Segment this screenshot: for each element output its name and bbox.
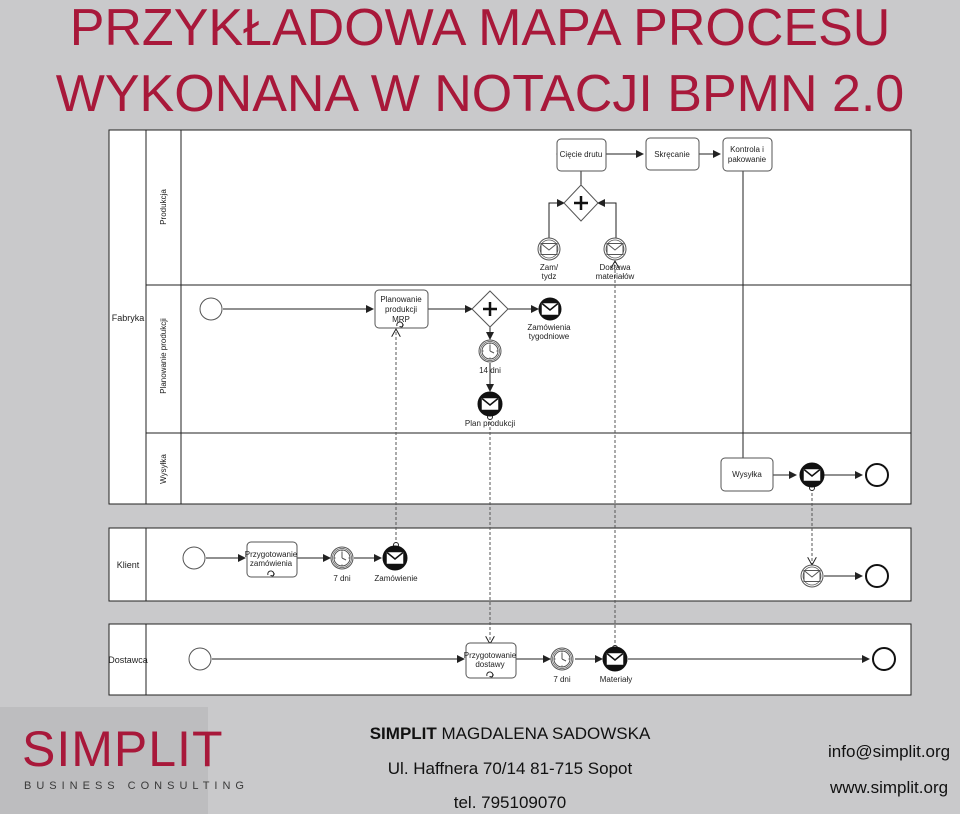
task-wysylka[interactable]: Wysyłka — [720, 457, 774, 492]
message-throw-zamowienia-tygodniowe[interactable] — [538, 297, 562, 321]
start-event-planowanie[interactable] — [199, 297, 223, 321]
title-line-2: WYKONANA W NOTACJI BPMN 2.0 — [55, 65, 905, 123]
label-materialy: Materiały — [600, 675, 632, 684]
parallel-gateway-production[interactable] — [563, 184, 599, 222]
svg-text:Skręcanie: Skręcanie — [654, 150, 690, 159]
footer-address: Ul. Haffnera 70/14 81-715 Sopot — [387, 759, 633, 778]
label-zamowienie: Zamówienie — [374, 574, 418, 583]
svg-text:Kontrola i: Kontrola i — [730, 145, 764, 154]
task-kontrola-pakowanie[interactable]: Kontrola i pakowanie — [722, 137, 773, 172]
label-plan-produkcji: Plan produkcji — [465, 419, 515, 428]
end-event-wysylka[interactable] — [865, 463, 889, 487]
end-event-dostawca[interactable] — [872, 647, 896, 671]
message-catch-klient[interactable] — [800, 564, 824, 588]
footer-email[interactable]: info@simplit.org — [828, 742, 951, 761]
lane-label-produkcja: Produkcja — [159, 189, 168, 225]
timer-14-dni[interactable] — [478, 339, 502, 363]
envelope-icon — [541, 302, 559, 316]
timer-7-dni-klient[interactable] — [330, 546, 354, 570]
svg-text:MRP: MRP — [392, 315, 410, 324]
sequence-flows — [206, 150, 870, 663]
message-catch-dostawa-materialow[interactable] — [603, 237, 627, 261]
message-throw-zamowienie[interactable] — [382, 545, 408, 571]
lane-label-wysylka: Wysyłka — [159, 454, 168, 484]
message-flows — [396, 261, 812, 648]
logo-box — [0, 707, 208, 814]
footer-company: SIMPLIT MAGDALENA SADOWSKA — [370, 724, 651, 744]
title-line-1: PRZYKŁADOWA MAPA PROCESU — [69, 0, 891, 57]
start-event-dostawca[interactable] — [188, 647, 212, 671]
label-dostawa-2: materiałów — [596, 272, 635, 281]
envelope-icon — [386, 551, 404, 565]
footer-company-rest: MAGDALENA SADOWSKA — [436, 724, 651, 743]
svg-text:Planowanie: Planowanie — [380, 295, 422, 304]
pool-fabryka — [108, 129, 912, 505]
svg-text:dostawy: dostawy — [475, 660, 504, 669]
simplit-logo: SIMPLIT — [22, 721, 224, 777]
envelope-icon — [606, 652, 624, 666]
task-ciecie-drutu[interactable]: Cięcie drutu — [556, 138, 607, 172]
end-event-klient[interactable] — [865, 564, 889, 588]
parallel-gateway-planning[interactable] — [471, 290, 509, 328]
footer-website[interactable]: www.simplit.org — [830, 778, 949, 797]
pool-label-dostawca: Dostawca — [108, 655, 148, 665]
footer-company-bold: SIMPLIT — [369, 724, 437, 743]
envelope-icon — [803, 468, 821, 482]
message-throw-wysylka[interactable] — [799, 462, 825, 488]
timer-7-dni-dostawca[interactable] — [550, 647, 574, 671]
label-dostawa-1: Dostawa — [599, 263, 631, 272]
footer-phone: tel. 795109070 — [453, 793, 567, 812]
label-7-dni-dostawca: 7 dni — [553, 675, 571, 684]
envelope-icon — [481, 397, 499, 411]
svg-text:pakowanie: pakowanie — [728, 155, 767, 164]
label-zamowienia-tyg-2: tygodniowe — [529, 332, 570, 341]
svg-text:Przygotowanie: Przygotowanie — [245, 550, 298, 559]
svg-text:produkcji: produkcji — [385, 305, 417, 314]
message-catch-zam-tydz[interactable] — [537, 237, 561, 261]
svg-text:Przygotowanie: Przygotowanie — [464, 651, 517, 660]
svg-text:zamówienia: zamówienia — [250, 559, 293, 568]
task-planowanie-mrp[interactable]: Planowanie produkcji MRP — [374, 289, 429, 329]
start-event-klient[interactable] — [182, 546, 206, 570]
label-zamowienia-tyg-1: Zamówienia — [527, 323, 571, 332]
task-przygotowanie-zamowienia[interactable]: Przygotowanie zamówienia — [245, 541, 298, 578]
svg-text:Cięcie drutu: Cięcie drutu — [560, 150, 603, 159]
lane-label-planowanie: Planowanie produkcji — [159, 318, 168, 394]
task-przygotowanie-dostawy[interactable]: Przygotowanie dostawy — [464, 642, 517, 679]
label-7-dni-klient: 7 dni — [333, 574, 351, 583]
label-zam-tydz-2: tydz — [542, 272, 557, 281]
message-throw-plan-produkcji[interactable] — [477, 391, 503, 417]
pool-klient — [108, 527, 912, 602]
svg-text:Wysyłka: Wysyłka — [732, 470, 762, 479]
task-skrecanie[interactable]: Skręcanie — [645, 137, 700, 171]
label-zam-tydz-1: Zam/ — [540, 263, 559, 272]
message-throw-materialy[interactable] — [602, 646, 628, 672]
pool-label-klient: Klient — [117, 560, 140, 570]
label-14-dni: 14 dni — [479, 366, 501, 375]
simplit-logo-subtitle: BUSINESS CONSULTING — [24, 780, 249, 792]
pool-label-fabryka: Fabryka — [112, 313, 145, 323]
